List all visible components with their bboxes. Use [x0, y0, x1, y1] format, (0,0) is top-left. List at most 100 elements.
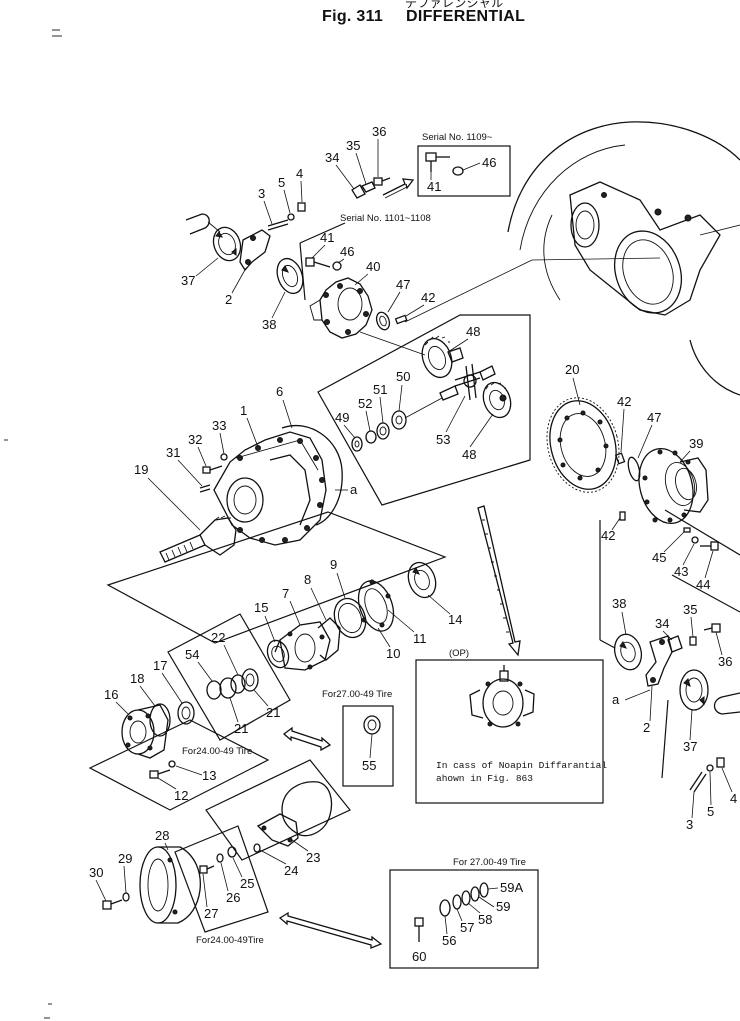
- label-53: 53: [436, 432, 450, 447]
- bolt-32: [202, 465, 223, 474]
- label-51: 51: [373, 382, 387, 397]
- label-34-lower: 34: [655, 616, 669, 631]
- bolt-41-1101: [305, 257, 331, 268]
- label-42-right: 42: [617, 394, 631, 409]
- label-40: 40: [366, 259, 380, 274]
- label-12: 12: [174, 788, 188, 803]
- bearing-15: [266, 639, 290, 669]
- washer-46-1101: [332, 261, 342, 271]
- label-5-upper: 5: [278, 175, 285, 190]
- washer-52: [365, 430, 377, 444]
- serial-1109-label: Serial No. 1109~: [422, 132, 493, 143]
- label-7: 7: [282, 586, 289, 601]
- label-21a: 21: [234, 721, 248, 736]
- label-11: 11: [413, 631, 427, 646]
- label-24: 24: [284, 863, 298, 878]
- label-37-lower: 37: [683, 739, 697, 754]
- label-48-lower: 48: [462, 447, 476, 462]
- label-17: 17: [153, 658, 167, 673]
- bolt-36-upper: [373, 177, 391, 186]
- label-29: 29: [118, 851, 132, 866]
- label-30: 30: [89, 865, 103, 880]
- gasket-9: [333, 597, 367, 639]
- noaspin-diff-unit: [469, 665, 535, 728]
- washer-13: [168, 760, 176, 768]
- diff-internals-box: [317, 314, 531, 506]
- bolt-3-upper: [267, 219, 289, 231]
- label-1: 1: [240, 403, 247, 418]
- note-2700-b: For 27.00-49 Tire: [453, 857, 526, 868]
- label-43: 43: [674, 564, 688, 579]
- label-5-lower: 5: [707, 804, 714, 819]
- arrow-bottom: [278, 911, 383, 949]
- label-45: 45: [652, 550, 666, 565]
- side-gear-48-upper: [421, 335, 464, 379]
- label-13: 13: [202, 768, 216, 783]
- bolt-27: [199, 865, 215, 874]
- label-47-upper: 47: [396, 277, 410, 292]
- bearing-37-upper: [212, 226, 242, 262]
- label-20: 20: [565, 362, 579, 377]
- seal-54: [206, 680, 222, 700]
- label-50: 50: [396, 369, 410, 384]
- label-19: 19: [134, 462, 148, 477]
- spacer-57: [452, 894, 462, 910]
- washer-5-lower: [706, 764, 714, 772]
- label-25: 25: [240, 876, 254, 891]
- diff-case-39: [638, 448, 709, 524]
- label-4-lower: 4: [730, 791, 737, 806]
- bolt-41-1109: [425, 152, 450, 172]
- washer-58: [461, 890, 471, 906]
- callout-a-lower: a: [612, 692, 620, 707]
- washer-33: [220, 453, 228, 461]
- label-3-upper: 3: [258, 186, 265, 201]
- label-27: 27: [204, 906, 218, 921]
- gasket-6: [281, 424, 343, 526]
- pin-42-upper: [394, 314, 408, 325]
- label-35-lower: 35: [683, 602, 697, 617]
- nut-4-lower: [716, 757, 725, 768]
- bolt-3-lower: [689, 771, 707, 793]
- bearing-38-upper: [276, 257, 304, 295]
- washer-29: [122, 892, 130, 902]
- pin-45: [683, 527, 691, 533]
- lower-right-bracket-top: [664, 509, 740, 556]
- label-18: 18: [130, 671, 144, 686]
- label-2-upper: 2: [225, 292, 232, 307]
- pinion-group-box: [106, 511, 447, 644]
- pinion-washer-50: [391, 410, 407, 430]
- scan-marks: [4, 29, 62, 1019]
- ring-21b: [241, 668, 259, 692]
- op-label: (OP): [449, 648, 469, 659]
- washer-47-upper: [375, 311, 391, 331]
- label-48-upper: 48: [466, 324, 480, 339]
- bearing-38-lower: [613, 633, 643, 671]
- serial-1109-box: [417, 145, 511, 197]
- cap-2-upper: [239, 229, 271, 272]
- shim-8: [317, 617, 341, 661]
- serial-1101-label: Serial No. 1101~1108: [340, 213, 431, 224]
- washer-47-right: [627, 456, 641, 482]
- washer-43: [691, 536, 699, 544]
- washer-49: [351, 436, 363, 452]
- label-33: 33: [212, 418, 226, 433]
- label-8: 8: [304, 572, 311, 587]
- label-28: 28: [155, 828, 169, 843]
- noaspin-note-1: In cass of Noapin Diffarantial: [436, 760, 607, 771]
- label-34-upper: 34: [325, 150, 339, 165]
- part-labels: 36 35 34 4 5 3 37 2 38 41 46 40 47: [89, 124, 737, 964]
- bearing-14: [407, 561, 437, 599]
- japanese-title: デファレンシャル: [405, 0, 504, 10]
- wheel-tire-outline: [507, 121, 740, 396]
- pinion-shaft-19: [159, 515, 237, 563]
- washer-26: [216, 853, 224, 863]
- label-41-1109: 41: [427, 179, 441, 194]
- pinion-51: [376, 422, 390, 440]
- cap-2-lower: [645, 635, 673, 687]
- label-52: 52: [358, 396, 372, 411]
- label-35-upper: 35: [346, 138, 360, 153]
- label-54: 54: [185, 647, 199, 662]
- oring-24: [253, 843, 261, 853]
